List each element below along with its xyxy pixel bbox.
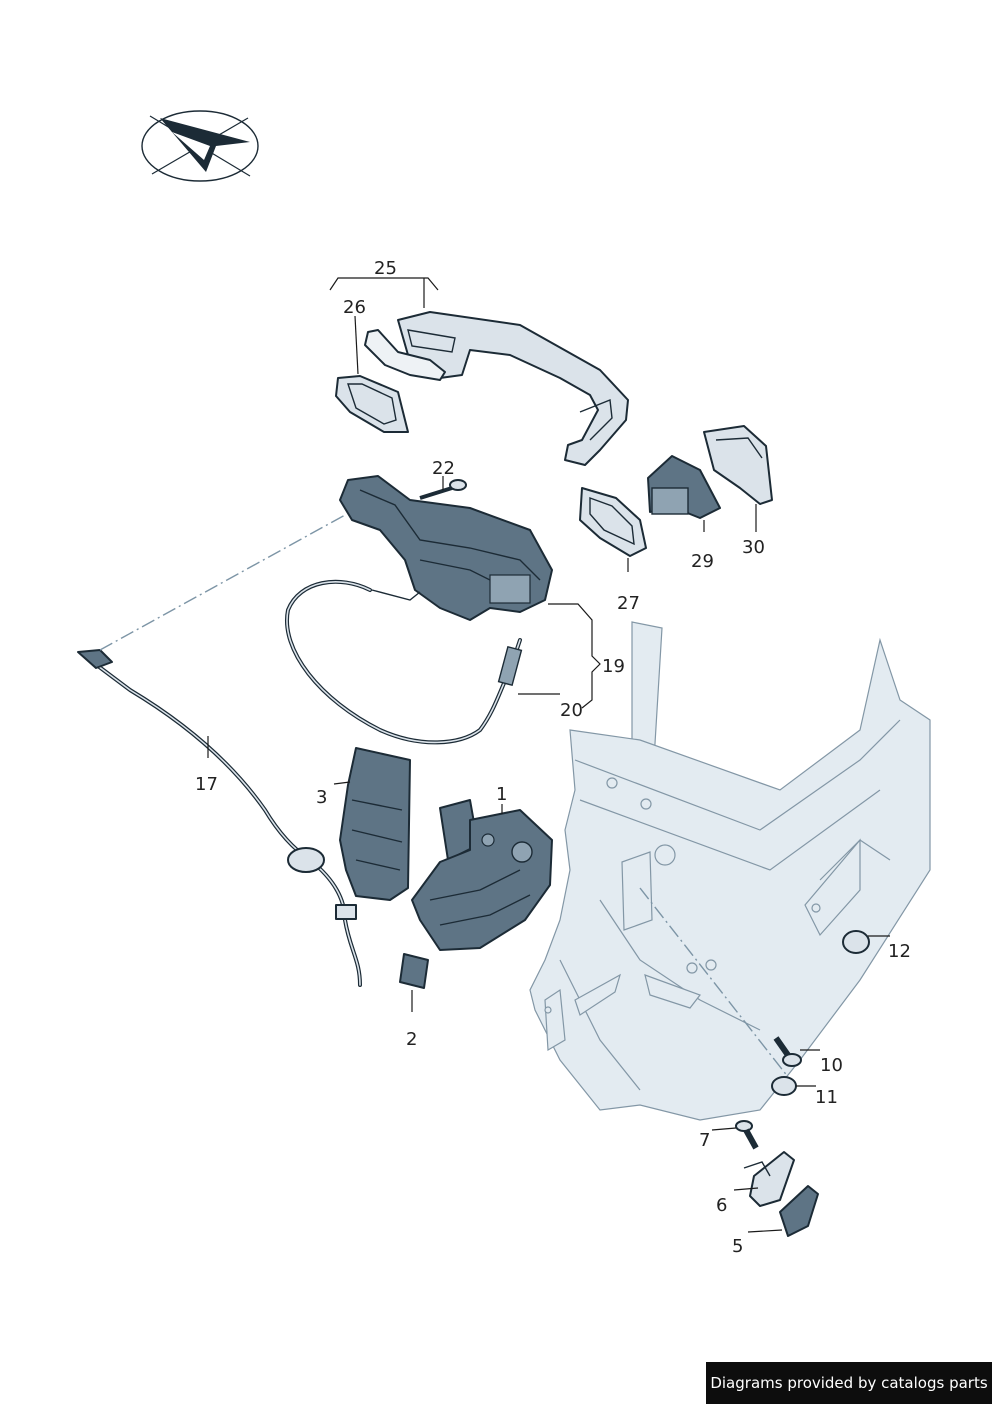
plug-12: [842, 930, 870, 954]
bowden-cable: [285, 579, 523, 745]
callout-6: 6: [716, 1195, 727, 1216]
callout-26: 26: [343, 297, 366, 318]
callout-3: 3: [316, 787, 327, 808]
door-panel: [529, 621, 931, 1121]
bolt-10: [773, 1036, 802, 1067]
cap-29: [647, 455, 721, 519]
callout-19: 19: [602, 656, 625, 677]
credit-badge: Diagrams provided by catalogs parts: [706, 1362, 992, 1404]
gasket-26: [335, 375, 409, 433]
callout-7: 7: [699, 1130, 710, 1151]
callout-2: 2: [406, 1029, 417, 1050]
handle-carrier: [339, 475, 553, 621]
gasket-27: [579, 487, 647, 557]
cap-11: [771, 1076, 797, 1096]
callout-30: 30: [742, 537, 765, 558]
callout-17: 17: [195, 774, 218, 795]
pad-2: [399, 953, 429, 989]
callout-11: 11: [815, 1087, 838, 1108]
door-handle: [397, 311, 629, 466]
callout-29: 29: [691, 551, 714, 572]
callout-12: 12: [888, 941, 911, 962]
callout-5: 5: [732, 1236, 743, 1257]
lock-cover: [339, 747, 411, 901]
callout-1: 1: [496, 784, 507, 805]
release-cable: [77, 649, 362, 987]
door-lock: [411, 799, 553, 951]
striker-plate-6: [743, 1151, 795, 1207]
screw-7: [735, 1120, 759, 1150]
callout-20: 20: [560, 700, 583, 721]
bolt-22: [419, 479, 467, 500]
striker-shim-5: [779, 1185, 819, 1237]
callout-22: 22: [432, 458, 455, 479]
orientation-arrow-icon: [141, 110, 259, 182]
callout-25: 25: [374, 258, 397, 279]
callout-27: 27: [617, 593, 640, 614]
callout-labels: 25 26 22 29 30 27 19 20 17 3 1 12 2 10 1…: [195, 258, 911, 1257]
callout-10: 10: [820, 1055, 843, 1076]
cover-30: [703, 425, 773, 505]
leader-lines: [207, 277, 890, 1233]
handle-gasket: [364, 329, 446, 381]
